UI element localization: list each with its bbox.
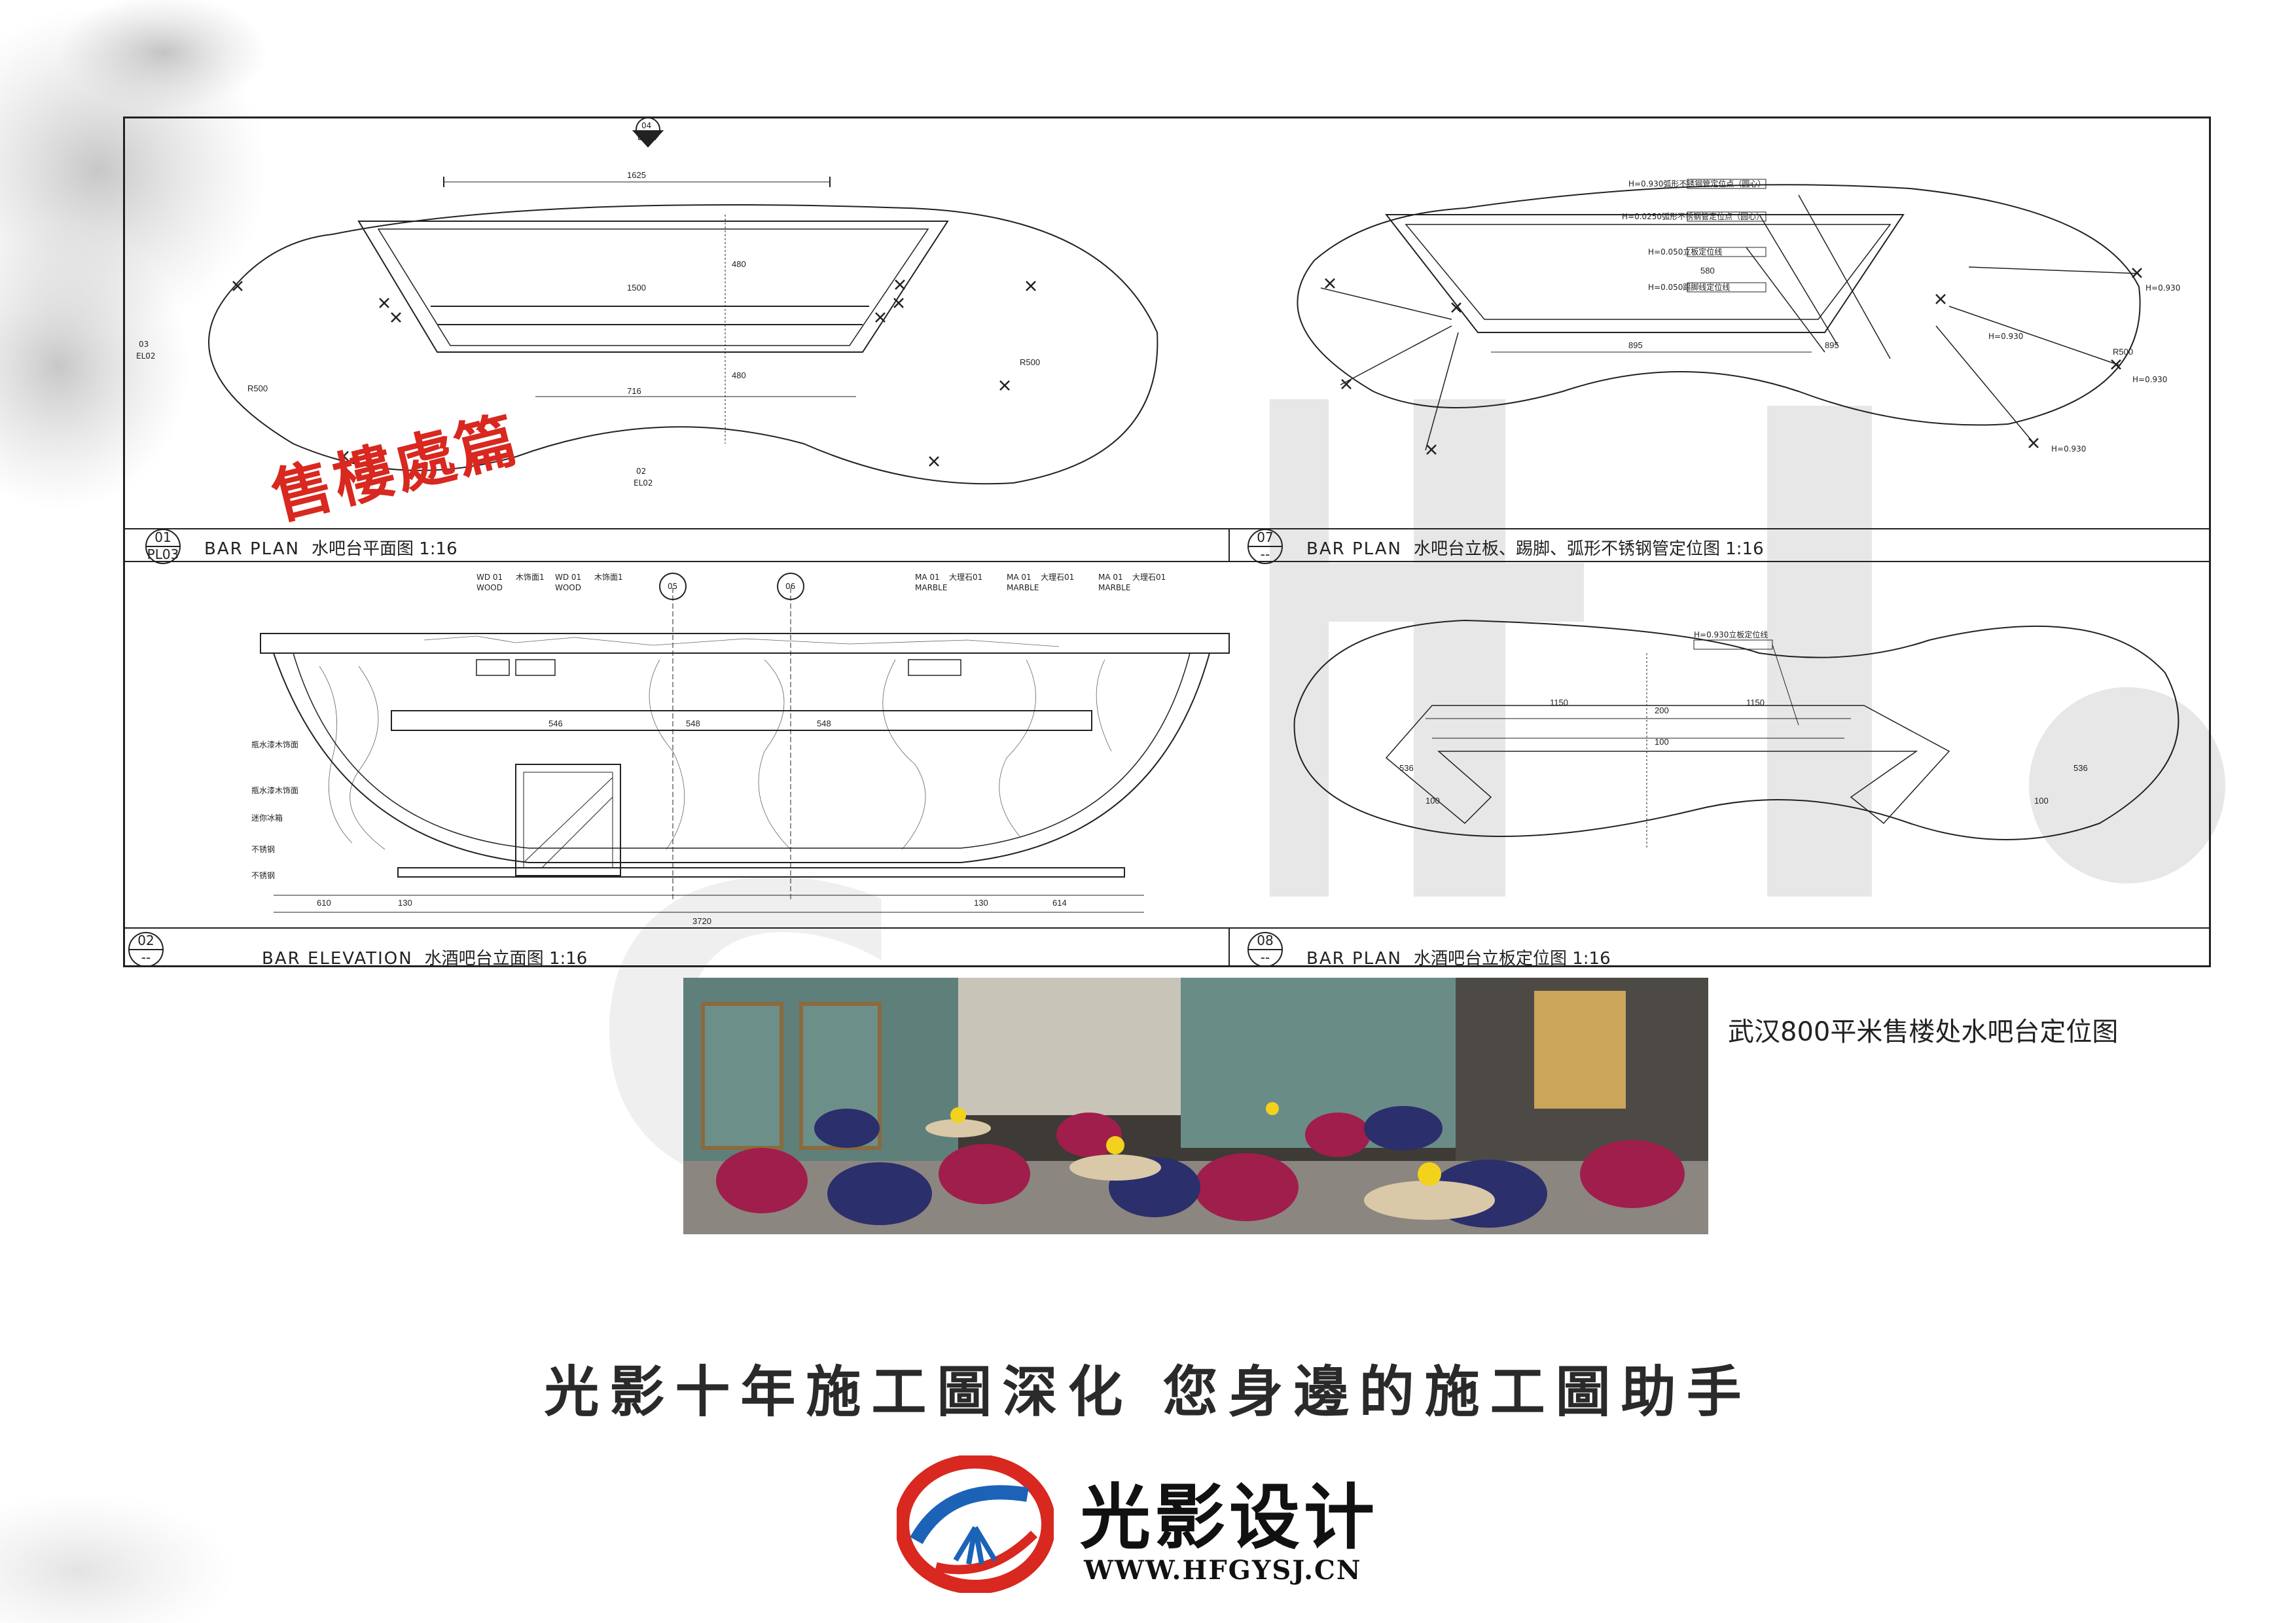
elev-tag-text: 大理石01 xyxy=(1132,573,1166,582)
plan08-dim: 100 xyxy=(1655,737,1669,747)
plan01-section-num: 02 xyxy=(636,467,646,476)
plan08-dim: 100 xyxy=(1426,796,1440,806)
plan07-level: H=0.930 xyxy=(2145,283,2180,293)
plan07-dim: 895 xyxy=(1825,340,1839,350)
elev-left-note: 不锈钢 xyxy=(251,871,275,880)
elev-tag-code: MA 01 xyxy=(1007,573,1031,582)
elev-tag-sub: WOOD xyxy=(476,583,503,592)
plan08-dim: 1150 xyxy=(1746,698,1765,707)
plan07-dim: R500 xyxy=(2113,347,2133,357)
elev-section-mark: 05 xyxy=(668,582,677,591)
elev-tag-code: WD 01 xyxy=(555,573,581,582)
plan07-dim: 895 xyxy=(1628,340,1643,350)
brand-logo-icon xyxy=(897,1455,1054,1593)
drawing-annotations: 1625 1500 716 480 480 R500 R500 04 EL02 … xyxy=(136,121,2180,926)
plan07-level: H=0.930 xyxy=(2132,375,2167,384)
interior-rendering-image xyxy=(683,978,1708,1234)
photo-caption: 武汉800平米售楼处水吧台定位图 xyxy=(1728,1017,2119,1047)
elev-tag-sub: MARBLE xyxy=(915,583,947,592)
elev-dim: 614 xyxy=(1052,898,1067,908)
plan01-section-code: EL02 xyxy=(634,478,653,488)
elev-tag-code: WD 01 xyxy=(476,573,503,582)
plan08-dim: 1150 xyxy=(1550,698,1568,707)
brand-url-link[interactable]: WWW.HFGYSJ.CN xyxy=(1084,1555,1362,1586)
plan07-note: H=0.0250弧形不锈钢管定位点（圆心） xyxy=(1622,211,1764,221)
plan01-radius: R500 xyxy=(1020,357,1040,367)
elev-section-mark: 06 xyxy=(785,582,795,591)
plan01-section-code: EL02 xyxy=(637,133,657,142)
plan01-radius: R500 xyxy=(247,383,268,393)
elev-left-note: 迷你冰箱 xyxy=(251,813,283,823)
elev-dim: 548 xyxy=(686,719,700,728)
plan07-counter xyxy=(1297,179,2142,455)
elev-tag-sub: MARBLE xyxy=(1098,583,1130,592)
elev-tag-text: 大理石01 xyxy=(949,573,982,582)
elev-dim: 130 xyxy=(398,898,412,908)
plan01-counter xyxy=(208,117,1158,485)
elev-left-note: 瓶水漆木饰面 xyxy=(251,786,298,795)
plan01-dim: 1625 xyxy=(627,170,646,180)
brand-name: 光影设计 xyxy=(1080,1477,1379,1559)
elev-left-note: 瓶水漆木饰面 xyxy=(251,740,298,749)
drawing-sheet xyxy=(123,116,2211,967)
plan07-level: H=0.930 xyxy=(1988,332,2023,341)
plan07-note: H=0.050立板定位线 xyxy=(1648,247,1722,257)
plan07-note: H=0.930弧形不锈钢管定位点（圆心） xyxy=(1628,179,1765,188)
elev-tag-code: MA 01 xyxy=(915,573,940,582)
plan01-dim: 480 xyxy=(732,370,746,380)
plan07-note: H=0.050踢脚线定位线 xyxy=(1648,282,1730,292)
elev-tag-text: 大理石01 xyxy=(1041,573,1074,582)
elev-tag-sub: MARBLE xyxy=(1007,583,1039,592)
plan08-note: H=0.930立板定位线 xyxy=(1694,630,1768,639)
plan01-dim: 1500 xyxy=(627,283,646,293)
elev-dim: 130 xyxy=(974,898,988,908)
drawing-number-07: 07-- xyxy=(1247,529,1283,564)
plan01-section-num: 03 xyxy=(139,340,149,349)
plan07-level: H=0.930 xyxy=(2051,444,2086,454)
elev-tag-text: 木饰面1 xyxy=(516,573,545,582)
elev-tag-text: 木饰面1 xyxy=(594,573,623,582)
plan08-dim: 536 xyxy=(1399,763,1414,773)
plan01-section-code: EL02 xyxy=(136,351,156,361)
drawing-linework xyxy=(123,117,2211,967)
plan08-dim: 200 xyxy=(1655,705,1669,715)
plan01-dim: 716 xyxy=(627,386,641,396)
elev-left-note: 不锈钢 xyxy=(251,845,275,854)
plan01-section-num: 04 xyxy=(641,121,651,130)
elev-dim: 610 xyxy=(317,898,331,908)
plan08-counter xyxy=(1293,619,2179,849)
elev-tag-code: MA 01 xyxy=(1098,573,1123,582)
plan08-dim: 536 xyxy=(2073,763,2088,773)
elev-tag-sub: WOOD xyxy=(555,583,581,592)
drawing-number-08: 08-- xyxy=(1247,932,1283,967)
slogan: 光影十年施工圖深化 您身邊的施工圖助手 xyxy=(544,1359,1752,1424)
elev-dim: 546 xyxy=(548,719,563,728)
elev-dim: 3720 xyxy=(692,916,711,926)
plan08-dim: 100 xyxy=(2034,796,2049,806)
elev-dim: 548 xyxy=(817,719,831,728)
elevation02-counter xyxy=(260,573,1230,913)
plan01-dim: 480 xyxy=(732,259,746,269)
plan07-dim: 580 xyxy=(1700,266,1715,276)
drawing-number-02: 02-- xyxy=(128,932,164,967)
